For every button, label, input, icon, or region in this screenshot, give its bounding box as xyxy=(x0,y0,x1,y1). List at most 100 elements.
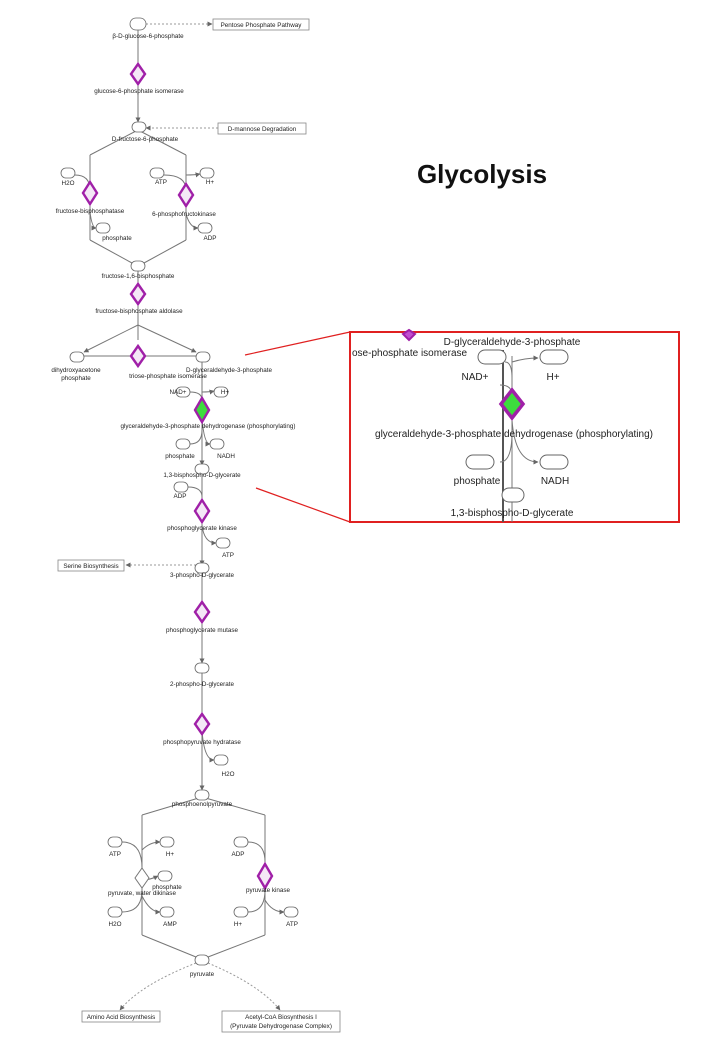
zoom-label-h: H+ xyxy=(546,372,559,383)
label-atp: ATP xyxy=(155,179,167,186)
zoom-label-gapdh: glyceraldehyde-3-phosphate dehydrogenase… xyxy=(375,429,653,440)
label-h3: H+ xyxy=(166,851,175,858)
node-h2 xyxy=(213,386,229,398)
enzyme-gpi-icon xyxy=(129,61,147,87)
label-ppdk: pyruvate, water dikinase xyxy=(108,890,176,897)
label-dhap-2: phosphate xyxy=(61,375,91,382)
label-phosphate: phosphate xyxy=(102,235,132,242)
pathway-acetyl-2: (Pyruvate Dehydrogenase Complex) xyxy=(230,1023,332,1030)
node-fbp xyxy=(130,260,146,272)
label-f6p: D-fructose-6-phosphate xyxy=(112,136,179,143)
enzyme-pgk-icon xyxy=(193,497,211,525)
node-bpg xyxy=(194,463,210,475)
enzyme-aldolase-icon xyxy=(129,281,147,307)
label-nadh: NADH xyxy=(217,453,235,460)
label-atp4: ATP xyxy=(286,921,298,928)
zoom-label-nadh: NADH xyxy=(541,476,569,487)
node-adp2 xyxy=(173,481,189,493)
label-pgk: phosphoglycerate kinase xyxy=(167,525,237,532)
pathway-boxes xyxy=(57,18,341,1033)
label-adp: ADP xyxy=(204,235,217,242)
node-h xyxy=(199,167,215,179)
node-pyruvate xyxy=(194,954,210,966)
label-tpi: triose-phosphate isomerase xyxy=(129,373,207,380)
node-h2o2 xyxy=(213,754,229,766)
enzyme-eno-icon xyxy=(193,711,211,737)
node-phosphate3 xyxy=(157,870,173,882)
label-adp3: ADP xyxy=(232,851,245,858)
node-amp xyxy=(159,906,175,918)
node-h2o3 xyxy=(107,906,123,918)
enzyme-pfk-icon xyxy=(177,181,195,209)
label-pyruvate: pyruvate xyxy=(190,971,215,978)
zoom-inset: D-glyceraldehyde-3-phosphate ose-phospha… xyxy=(349,328,680,523)
node-atp2 xyxy=(215,537,231,549)
node-g3p xyxy=(195,351,211,363)
zoom-label-phosphate: phosphate xyxy=(454,476,501,487)
node-atp3 xyxy=(107,836,123,848)
node-nadh xyxy=(209,438,225,450)
label-pk: pyruvate kinase xyxy=(246,887,291,894)
node-atp4 xyxy=(283,906,299,918)
label-bdg6p: β-D-glucose-6-phosphate xyxy=(112,33,184,40)
zoom-label-nad: NAD+ xyxy=(462,372,489,383)
node-phosphate2 xyxy=(175,438,191,450)
label-g3p: D-glyceraldehyde-3-phosphate xyxy=(186,367,273,374)
node-2pg xyxy=(194,662,210,674)
enzyme-ppdk-icon xyxy=(134,867,150,889)
enzyme-tpi-icon xyxy=(129,343,147,369)
label-phosphate3: phosphate xyxy=(152,884,182,891)
label-fbpase: fructose-bisphosphatase xyxy=(56,208,125,215)
label-eno: phosphopyruvate hydratase xyxy=(163,739,241,746)
label-h2o3: H2O xyxy=(109,921,122,928)
enzyme-fbpase-icon xyxy=(81,179,99,207)
enzyme-pk-icon xyxy=(256,861,274,891)
zoom-gapdh-icon xyxy=(498,387,526,421)
pathway-pentose: Pentose Phosphate Pathway xyxy=(221,22,303,29)
label-aldolase: fructose-bisphosphate aldolase xyxy=(95,308,183,315)
label-gapdh: glyceraldehyde-3-phosphate dehydrogenase… xyxy=(120,423,295,430)
metabolite-nodes xyxy=(60,17,299,966)
label-atp3: ATP xyxy=(109,851,121,858)
node-phosphate xyxy=(95,222,111,234)
zoom-callout-lines xyxy=(244,331,351,523)
label-h2o2: H2O xyxy=(222,771,235,778)
label-pfk: 6-phosphofructokinase xyxy=(152,211,216,218)
node-bdg6p xyxy=(129,17,147,31)
label-adp2: ADP xyxy=(174,493,187,500)
label-h: H+ xyxy=(206,179,215,186)
label-amp: AMP xyxy=(163,921,177,928)
zoom-label-bpg: 1,3-bisphospho-D-glycerate xyxy=(451,508,574,519)
node-adp xyxy=(197,222,213,234)
pathway-amino: Amino Acid Biosynthesis xyxy=(87,1014,156,1021)
zoom-tpi-icon xyxy=(401,328,417,342)
node-3pg xyxy=(194,562,210,574)
label-atp2: ATP xyxy=(222,552,234,559)
label-h4: H+ xyxy=(234,921,243,928)
node-pep xyxy=(194,789,210,801)
node-h3 xyxy=(159,836,175,848)
page-title: Glycolysis xyxy=(417,159,547,189)
zoom-label-g3p: D-glyceraldehyde-3-phosphate xyxy=(444,337,581,348)
label-pep: phosphoenolpyruvate xyxy=(172,801,233,808)
enzyme-diamonds xyxy=(81,61,274,891)
node-nad xyxy=(175,386,191,398)
node-h4 xyxy=(233,906,249,918)
pathway-acetyl-1: Acetyl-CoA Biosynthesis I xyxy=(245,1014,317,1021)
pathway-serine: Serine Biosynthesis xyxy=(63,563,118,570)
label-h2: H+ xyxy=(221,389,230,396)
label-h2o: H2O xyxy=(62,180,75,187)
node-f6p xyxy=(131,121,147,133)
enzyme-pgm-icon xyxy=(193,599,211,625)
enzyme-gapdh-icon xyxy=(193,395,211,425)
label-bpg: 1,3-bisphospho-D-glycerate xyxy=(163,472,241,479)
node-dhap xyxy=(69,351,85,363)
dashed-pathway-links xyxy=(119,21,281,1011)
label-pgm: phosphoglycerate mutase xyxy=(166,627,239,634)
label-gpi: glucose-6-phosphate isomerase xyxy=(94,88,184,95)
label-nad: NAD+ xyxy=(170,389,187,396)
zoom-label-tpi: ose-phosphate isomerase xyxy=(352,348,468,359)
label-3pg: 3-phospho-D-glycerate xyxy=(170,572,235,579)
node-h2o xyxy=(60,167,76,179)
